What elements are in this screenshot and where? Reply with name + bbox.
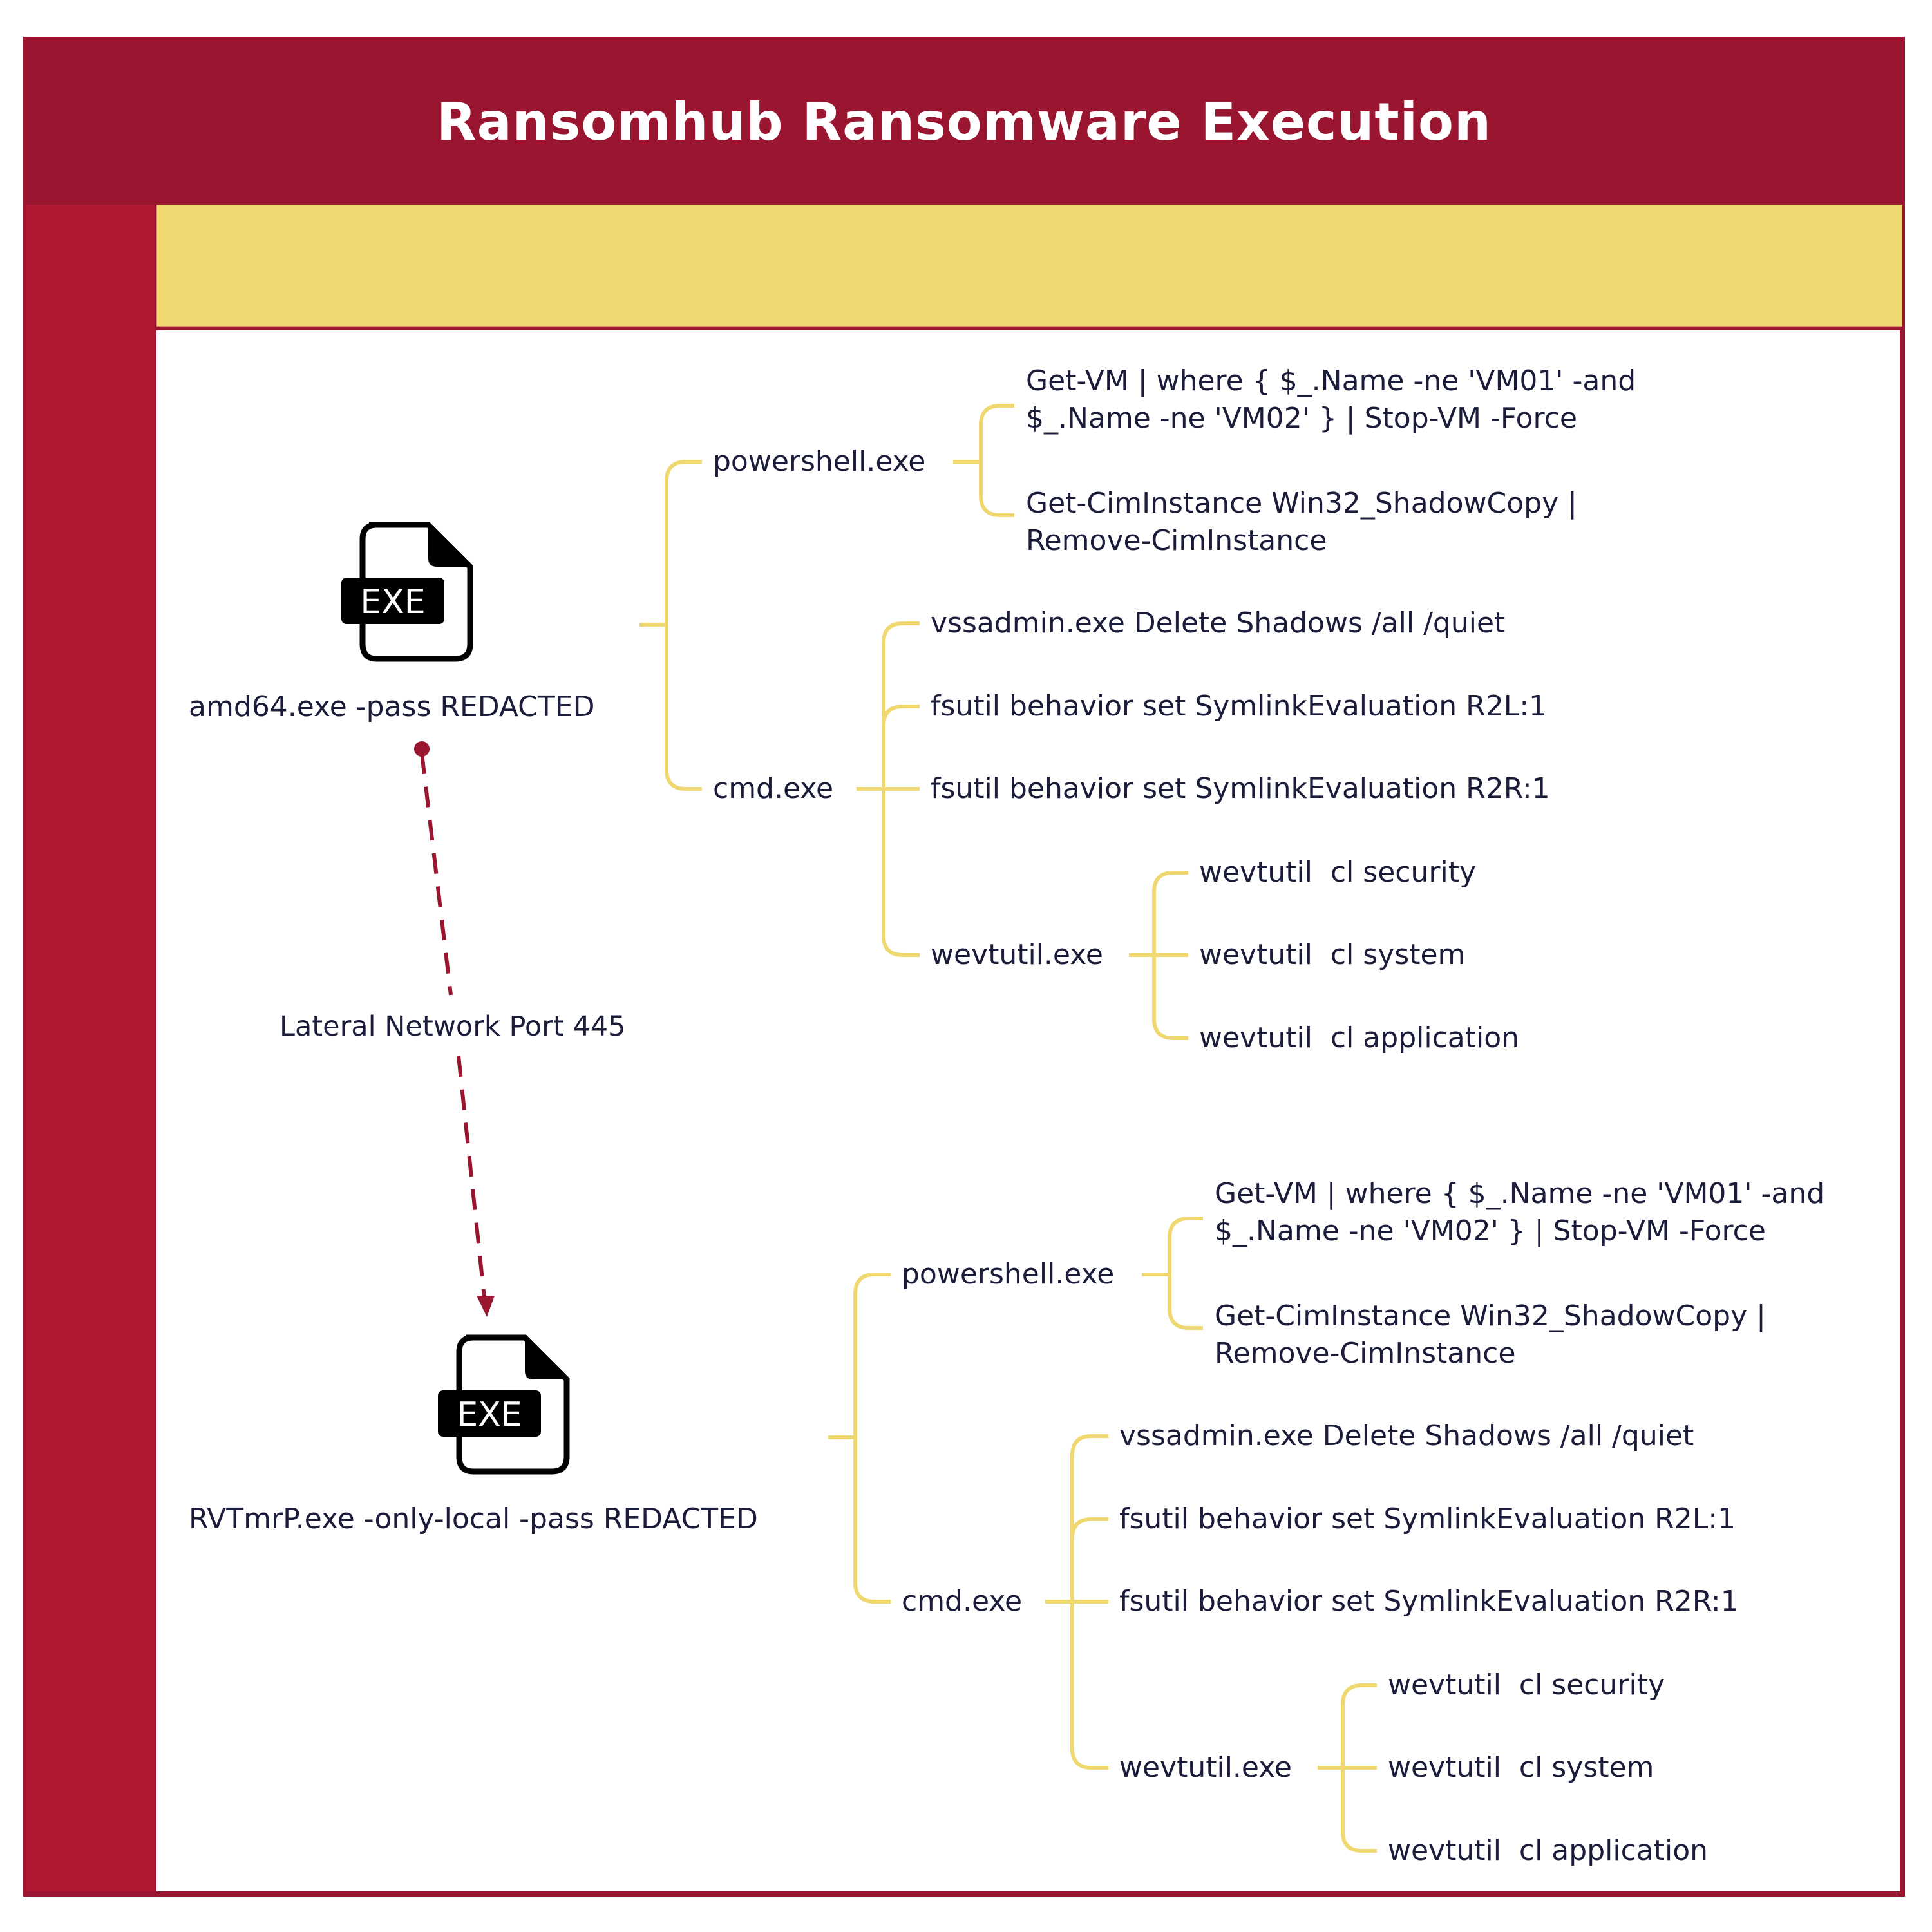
lateral-movement-label: Lateral Network Port 445 — [277, 1008, 629, 1045]
command-wevtutil-security: wevtutil cl security — [1199, 856, 1476, 889]
page-title: Ransomhub Ransomware Execution — [437, 92, 1492, 152]
command-remove-shadowcopy: Get-CimInstance Win32_ShadowCopy | Remov… — [1215, 1300, 1766, 1370]
command-wevtutil-system: wevtutil cl system — [1199, 938, 1466, 971]
command-wevtutil-security: wevtutil cl security — [1388, 1669, 1665, 1701]
process-powershell: powershell.exe — [902, 1258, 1115, 1291]
command-stop-vm: Get-VM | where { $_.Name -ne 'VM01' -and… — [1215, 1177, 1825, 1247]
root-process-label: amd64.exe -pass REDACTED — [189, 690, 595, 723]
command-vssadmin: vssadmin.exe Delete Shadows /all /quiet — [931, 607, 1506, 639]
process-wevtutil: wevtutil.exe — [931, 938, 1103, 971]
exe-file-icon: EXE — [438, 1334, 570, 1475]
command-wevtutil-application: wevtutil cl application — [1388, 1834, 1709, 1867]
command-vssadmin: vssadmin.exe Delete Shadows /all /quiet — [1119, 1419, 1694, 1452]
root-process-label: RVTmrP.exe -only-local -pass REDACTED — [189, 1502, 758, 1535]
command-fsutil-r2l: fsutil behavior set SymlinkEvaluation R2… — [931, 690, 1548, 723]
process-cmd: cmd.exe — [902, 1585, 1023, 1618]
process-wevtutil: wevtutil.exe — [1119, 1751, 1292, 1784]
svg-text:EXE: EXE — [457, 1396, 522, 1434]
exe-file-icon: EXE — [341, 522, 473, 662]
command-fsutil-r2l: fsutil behavior set SymlinkEvaluation R2… — [1119, 1502, 1736, 1535]
svg-text:EXE: EXE — [360, 583, 425, 621]
process-cmd: cmd.exe — [713, 772, 834, 805]
yellow-band — [156, 205, 1902, 327]
left-strip — [26, 205, 155, 1891]
header: Ransomhub Ransomware Execution — [23, 37, 1905, 205]
command-fsutil-r2r: fsutil behavior set SymlinkEvaluation R2… — [1119, 1585, 1739, 1618]
command-fsutil-r2r: fsutil behavior set SymlinkEvaluation R2… — [931, 772, 1550, 805]
command-wevtutil-application: wevtutil cl application — [1199, 1021, 1520, 1054]
command-stop-vm: Get-VM | where { $_.Name -ne 'VM01' -and… — [1026, 365, 1636, 435]
process-powershell: powershell.exe — [713, 445, 926, 478]
command-wevtutil-system: wevtutil cl system — [1388, 1751, 1654, 1784]
command-remove-shadowcopy: Get-CimInstance Win32_ShadowCopy | Remov… — [1026, 487, 1577, 557]
